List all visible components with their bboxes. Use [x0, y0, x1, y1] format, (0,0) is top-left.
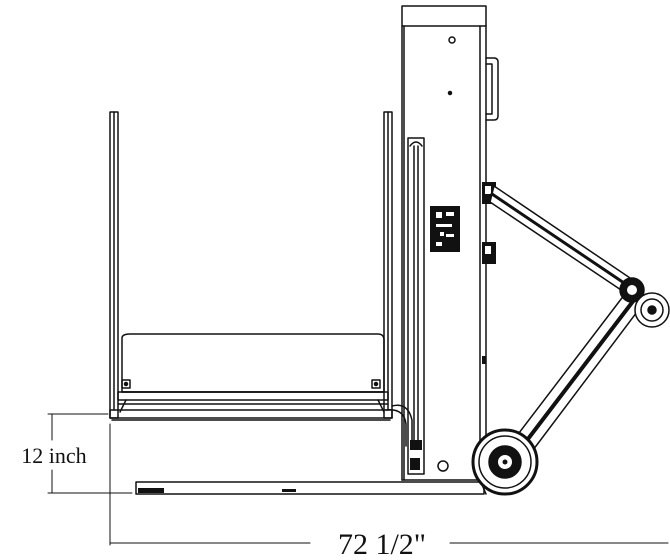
diagonal-strut [482, 182, 647, 463]
height-dimension-label: 12 inch [21, 443, 86, 468]
push-handle [485, 57, 499, 121]
control-panel [430, 206, 460, 252]
mast-column [401, 5, 487, 481]
base-frame [135, 479, 487, 495]
platform-cage [109, 111, 393, 419]
lower-wheel [471, 428, 539, 496]
upper-wheel [619, 277, 670, 328]
width-dimension: 72 1/2" [109, 423, 669, 560]
height-dimension: 12 inch [21, 413, 133, 494]
platform-floor [109, 333, 393, 421]
width-dimension-label: 72 1/2" [338, 528, 426, 560]
